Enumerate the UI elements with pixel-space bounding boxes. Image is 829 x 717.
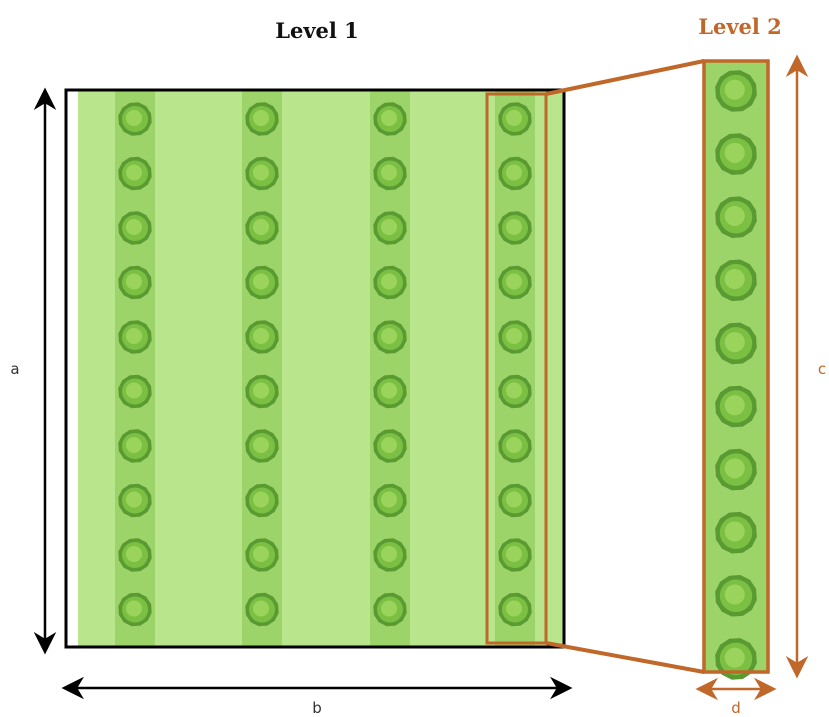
plant-icon	[245, 374, 279, 409]
plant-icon	[498, 592, 532, 627]
plant-icon	[373, 320, 407, 354]
plant-icon	[498, 374, 532, 409]
plant-icon	[498, 211, 532, 245]
plant-icon	[373, 156, 407, 191]
plant-icon	[498, 156, 532, 191]
plant-icon	[118, 211, 152, 245]
plant-icon	[118, 429, 152, 463]
plant-icon	[715, 322, 757, 365]
plant-icon	[118, 592, 152, 627]
crop-row	[370, 90, 410, 647]
plant-icon	[373, 374, 407, 409]
plant-icon	[118, 102, 152, 136]
plant-icon	[715, 259, 757, 302]
plant-icon	[118, 265, 152, 300]
plant-icon	[373, 592, 407, 627]
plant-icon	[715, 511, 757, 554]
field-background	[78, 90, 564, 647]
plant-icon	[245, 265, 279, 300]
plant-icon	[245, 320, 279, 354]
dimension-d-label: d	[731, 699, 741, 717]
plant-icon	[373, 102, 407, 136]
crop-row	[242, 90, 282, 647]
plant-icon	[498, 320, 532, 354]
plant-icon	[118, 156, 152, 191]
plant-icon	[715, 638, 757, 680]
level2-title: Level 2	[698, 14, 782, 39]
highlight-box	[485, 92, 548, 645]
plant-icon	[118, 538, 152, 572]
plant-icon	[245, 156, 279, 191]
dimension-b-label: b	[312, 699, 322, 717]
plant-icon	[245, 592, 279, 627]
plant-icon	[498, 429, 532, 463]
strip-plants	[715, 70, 757, 680]
dimension-c-label: c	[818, 360, 826, 378]
level2-strip	[702, 59, 770, 680]
plant-icon	[715, 196, 757, 238]
plant-icon	[715, 385, 757, 428]
strip-border	[702, 59, 770, 674]
plant-icon	[373, 483, 407, 518]
field-border	[64, 88, 566, 649]
plant-icon	[373, 265, 407, 300]
plant-icon	[118, 483, 152, 518]
plant-icon	[373, 429, 407, 463]
plant-icon	[715, 70, 757, 112]
plant-icon	[245, 483, 279, 518]
plant-icon	[715, 133, 757, 175]
plant-icon	[498, 483, 532, 518]
plant-icon	[715, 448, 757, 491]
crop-rows	[115, 90, 535, 647]
crop-row	[495, 90, 535, 647]
level1-title: Level 1	[275, 18, 359, 43]
plant-icon	[245, 429, 279, 463]
zoom-line-bottom	[545, 641, 705, 674]
plant-icon	[245, 211, 279, 245]
plant-icon	[498, 102, 532, 136]
plant-icon	[245, 102, 279, 136]
plant-icon	[373, 538, 407, 572]
plant-icon	[118, 320, 152, 354]
plant-icon	[498, 538, 532, 572]
zoom-connector	[545, 59, 705, 674]
crop-row	[115, 90, 155, 647]
dimension-a-label: a	[10, 360, 19, 378]
level1-field	[64, 88, 566, 649]
zoom-line-top	[545, 59, 705, 96]
plant-icon	[245, 538, 279, 572]
plant-icon	[118, 374, 152, 409]
plant-icon	[498, 265, 532, 300]
plant-icon	[373, 211, 407, 245]
plant-icon	[715, 575, 757, 617]
